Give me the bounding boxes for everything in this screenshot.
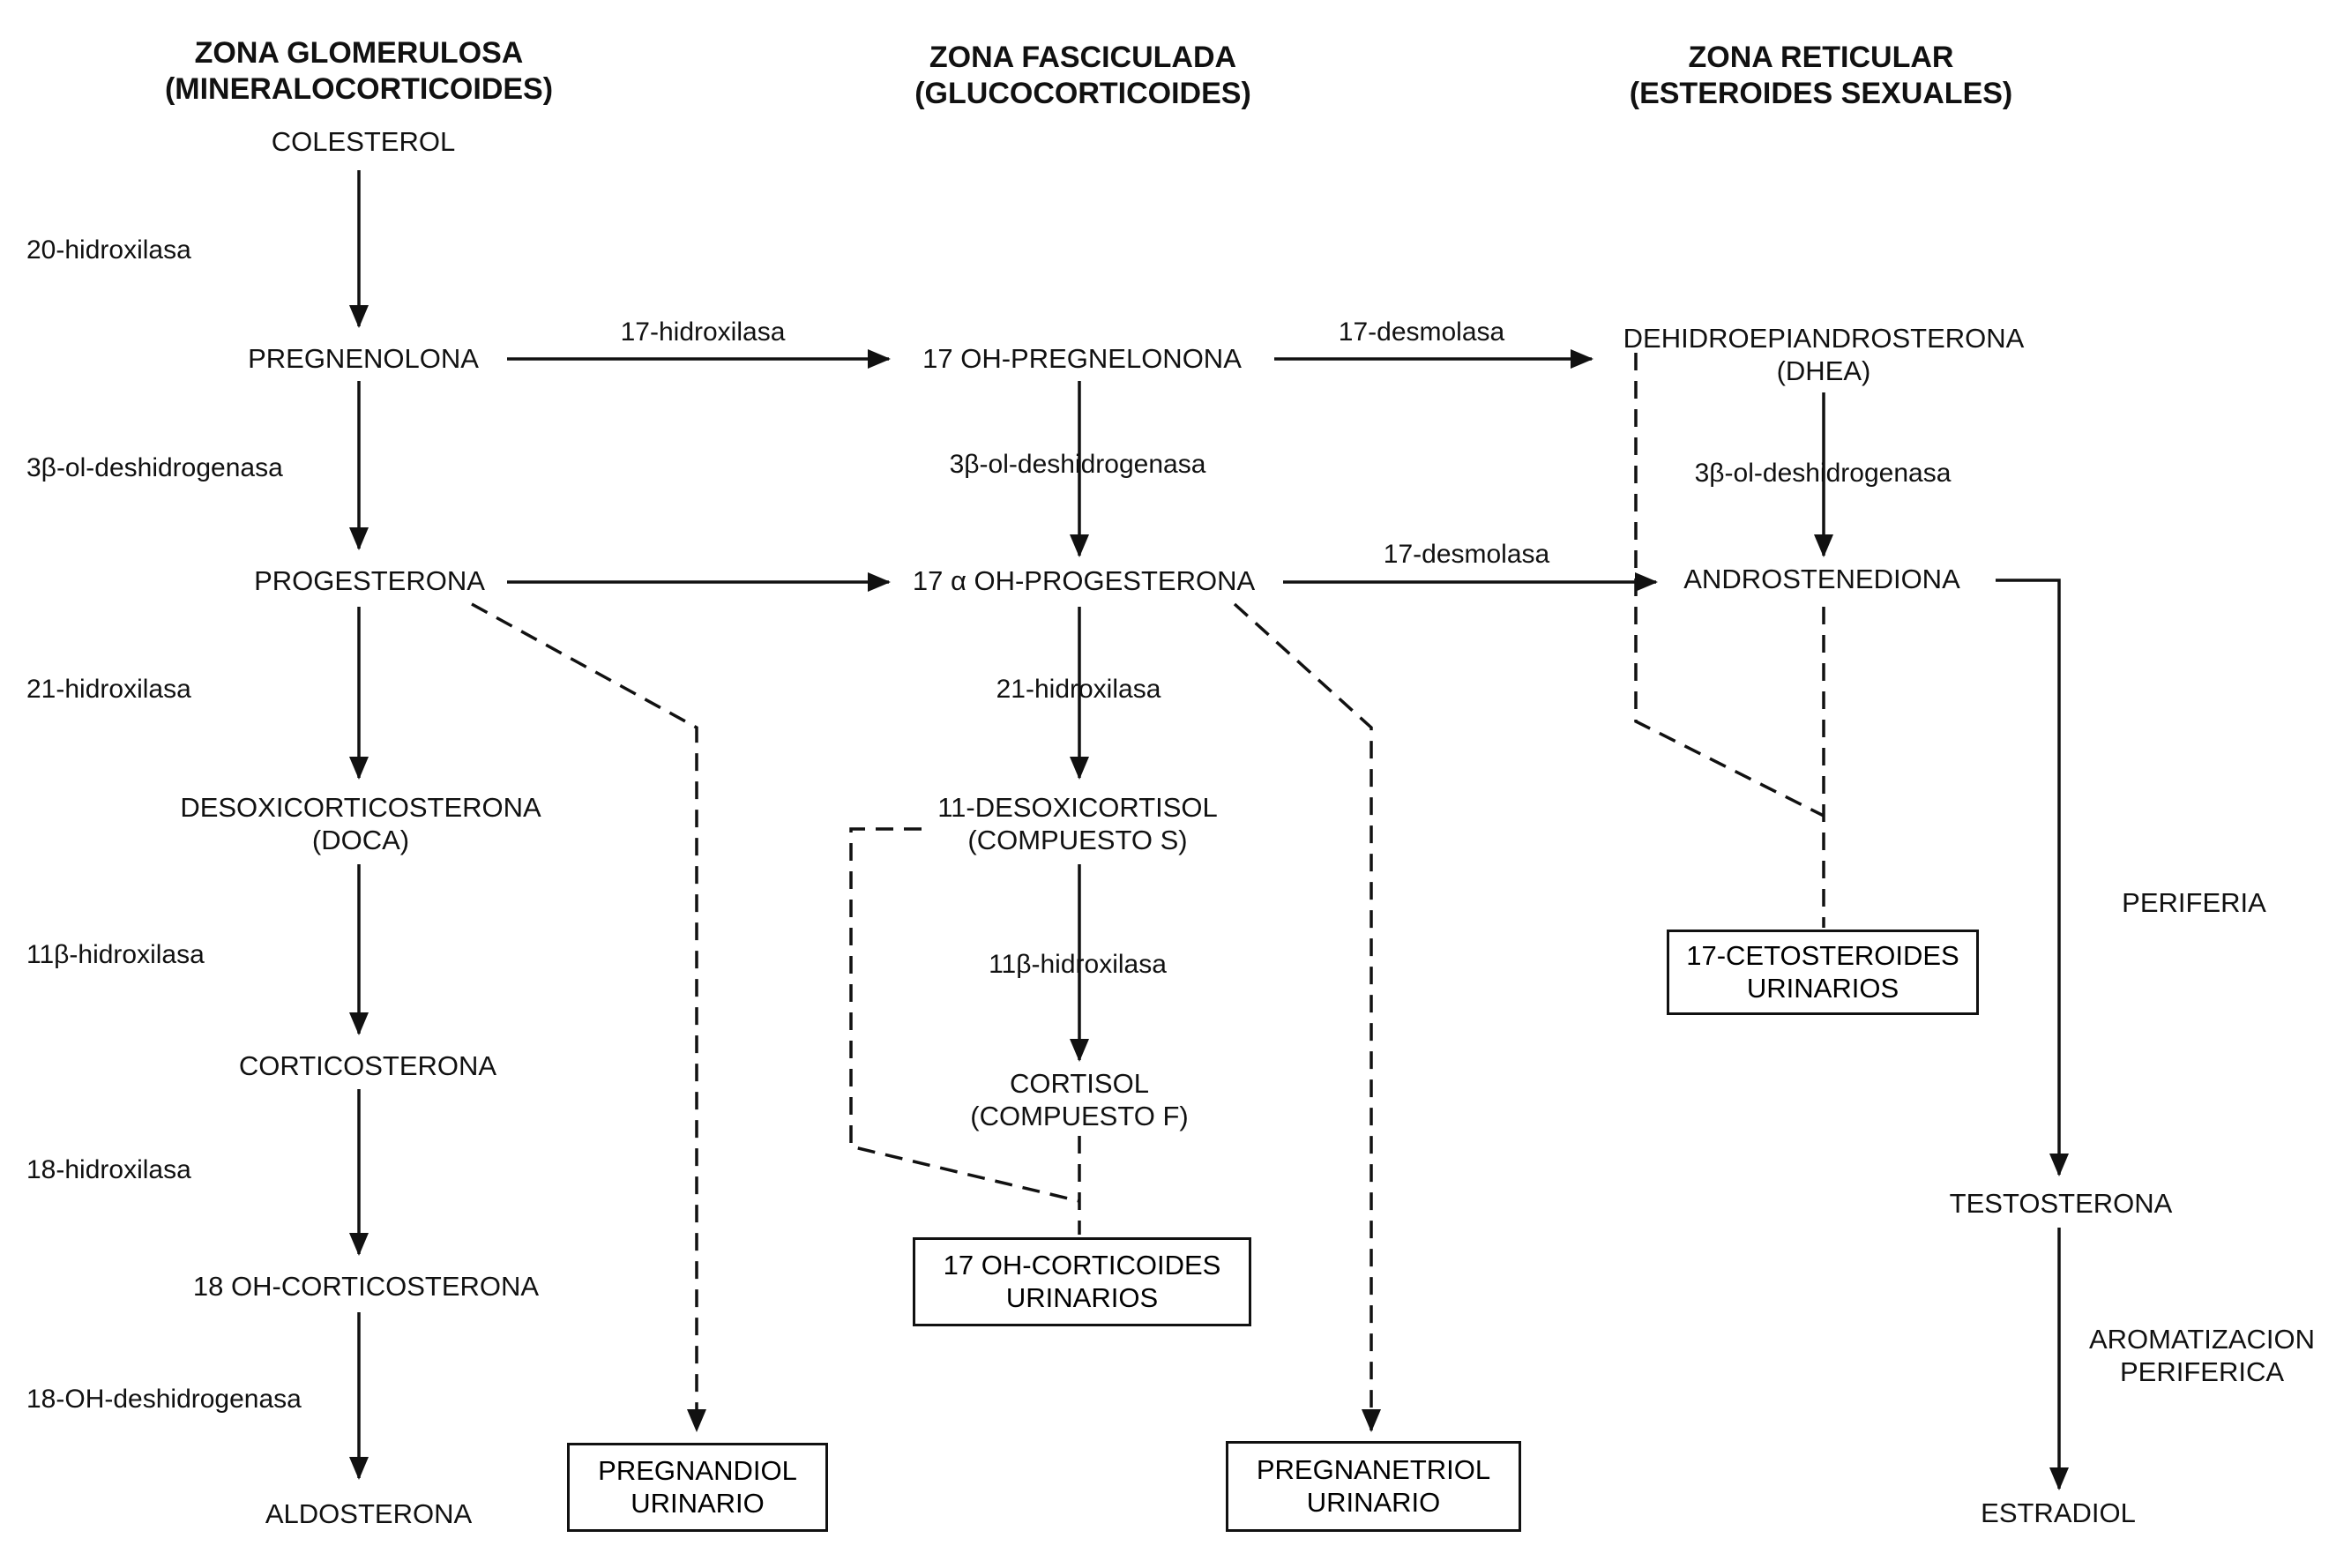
label-aromatizacion-periferica: AROMATIZACION PERIFERICA bbox=[2089, 1323, 2315, 1388]
compound-dhea: DEHIDROEPIANDROSTERONA (DHEA) bbox=[1623, 322, 2025, 387]
enzyme-18-hidroxilasa: 18-hidroxilasa bbox=[26, 1155, 191, 1184]
pregnanetriol-line1: PREGNANETRIOL bbox=[1256, 1453, 1491, 1485]
compound-corticosterona: CORTICOSTERONA bbox=[238, 1050, 497, 1081]
enzyme-20-hidroxilasa: 20-hidroxilasa bbox=[26, 235, 191, 265]
compound-dhea-name: DEHIDROEPIANDROSTERONA bbox=[1623, 323, 2025, 354]
compound-compuesto-s: (COMPUESTO S) bbox=[967, 825, 1188, 856]
label-periferica: PERIFERICA bbox=[2119, 1356, 2285, 1388]
dashed-desoxicortisol-corticoides bbox=[849, 827, 1080, 1203]
enzyme-3b-deshidrogenasa-mid: 3β-ol-deshidrogenasa bbox=[949, 450, 1206, 479]
enzyme-17-desmolasa-mid: 17-desmolasa bbox=[1383, 540, 1550, 569]
compound-dhea-abbr: (DHEA) bbox=[1776, 355, 1871, 387]
zona-glomerulosa-title: ZONA GLOMERULOSA bbox=[194, 36, 524, 70]
compound-17oh-pregnelonona: 17 OH-PREGNELONONA bbox=[922, 343, 1242, 374]
compound-estradiol: ESTRADIOL bbox=[1981, 1497, 2136, 1528]
compound-doca: DESOXICORTICOSTERONA (DOCA) bbox=[180, 791, 541, 856]
compound-progesterona: PROGESTERONA bbox=[254, 565, 485, 596]
label-periferia: PERIFERIA bbox=[2122, 887, 2266, 918]
dashed-17a-progesterona-pregnanetriol bbox=[1233, 602, 1381, 1432]
compound-17a-oh-progesterona: 17 α OH-PROGESTERONA bbox=[912, 565, 1256, 596]
box-17-cetosteroides-urinarios: 17-CETOSTEROIDES URINARIOS bbox=[1667, 930, 1979, 1015]
enzyme-17-hidroxilasa: 17-hidroxilasa bbox=[620, 317, 786, 347]
enzyme-17-desmolasa-top: 17-desmolasa bbox=[1338, 317, 1505, 347]
zona-fasciculada-title: ZONA FASCICULADA bbox=[929, 41, 1237, 74]
enzyme-21-hidroxilasa-mid: 21-hidroxilasa bbox=[996, 675, 1161, 704]
dashed-progesterona-pregnandiol bbox=[471, 602, 706, 1432]
enzyme-11b-hidroxilasa-mid: 11β-hidroxilasa bbox=[989, 950, 1167, 979]
enzyme-21-hidroxilasa-left: 21-hidroxilasa bbox=[26, 675, 191, 704]
box-17oh-corticoides-urinarios: 17 OH-CORTICOIDES URINARIOS bbox=[913, 1237, 1251, 1326]
enzyme-3b-deshidrogenasa-right: 3β-ol-deshidrogenasa bbox=[1694, 459, 1952, 488]
dashed-dhea-cetosteroides bbox=[1634, 353, 1825, 818]
compound-compuesto-f: (COMPUESTO F) bbox=[970, 1101, 1189, 1132]
cetosteroides-line1: 17-CETOSTEROIDES bbox=[1686, 939, 1959, 971]
zona-glomerulosa-subtitle: (MINERALOCORTICOIDES) bbox=[164, 71, 554, 106]
compound-aldosterona: ALDOSTERONA bbox=[265, 1498, 473, 1529]
box-pregnanetriol-urinario: PREGNANETRIOL URINARIO bbox=[1226, 1441, 1521, 1532]
pregnandiol-line1: PREGNANDIOL bbox=[598, 1454, 797, 1486]
compound-18oh-corticosterona: 18 OH-CORTICOSTERONA bbox=[192, 1271, 540, 1302]
corticoides-line1: 17 OH-CORTICOIDES bbox=[943, 1249, 1221, 1281]
compound-androstenediona: ANDROSTENEDIONA bbox=[1683, 564, 1960, 594]
zona-fasciculada-subtitle: (GLUCOCORTICOIDES) bbox=[914, 76, 1251, 110]
compound-11-desoxicortisol: 11-DESOXICORTISOL (COMPUESTO S) bbox=[937, 791, 1218, 856]
compound-colesterol: COLESTEROL bbox=[271, 126, 456, 157]
enzyme-11b-hidroxilasa-left: 11β-hidroxilasa bbox=[26, 940, 205, 969]
compound-11-desoxicortisol-name: 11-DESOXICORTISOL bbox=[937, 792, 1218, 823]
zona-glomerulosa-header: ZONA GLOMERULOSA (MINERALOCORTICOIDES) bbox=[165, 35, 553, 108]
arrow-androstenediona-testosterona bbox=[1996, 579, 2069, 1176]
zona-reticular-title: ZONA RETICULAR bbox=[1688, 41, 1954, 74]
zona-reticular-header: ZONA RETICULAR (ESTEROIDES SEXUALES) bbox=[1630, 40, 2013, 112]
compound-doca-name: DESOXICORTICOSTERONA bbox=[180, 792, 541, 823]
compound-testosterona: TESTOSTERONA bbox=[1949, 1188, 2173, 1219]
corticoides-line2: URINARIOS bbox=[1005, 1281, 1159, 1313]
enzyme-18-oh-deshidrogenasa: 18-OH-deshidrogenasa bbox=[26, 1385, 302, 1414]
cetosteroides-line2: URINARIOS bbox=[1746, 972, 1899, 1004]
label-aromatizacion: AROMATIZACION bbox=[2088, 1324, 2316, 1355]
compound-cortisol-name: CORTISOL bbox=[1010, 1068, 1149, 1099]
compound-pregnenolona: PREGNENOLONA bbox=[248, 343, 479, 374]
pregnandiol-line2: URINARIO bbox=[631, 1487, 765, 1519]
compound-doca-abbr: (DOCA) bbox=[311, 825, 410, 856]
zona-reticular-subtitle: (ESTEROIDES SEXUALES) bbox=[1629, 76, 2013, 110]
compound-cortisol: CORTISOL (COMPUESTO F) bbox=[970, 1067, 1188, 1132]
box-pregnandiol-urinario: PREGNANDIOL URINARIO bbox=[567, 1443, 828, 1532]
pregnanetriol-line2: URINARIO bbox=[1306, 1486, 1441, 1518]
zona-fasciculada-header: ZONA FASCICULADA (GLUCOCORTICOIDES) bbox=[914, 40, 1251, 112]
enzyme-3b-deshidrogenasa-left: 3β-ol-deshidrogenasa bbox=[26, 453, 283, 482]
